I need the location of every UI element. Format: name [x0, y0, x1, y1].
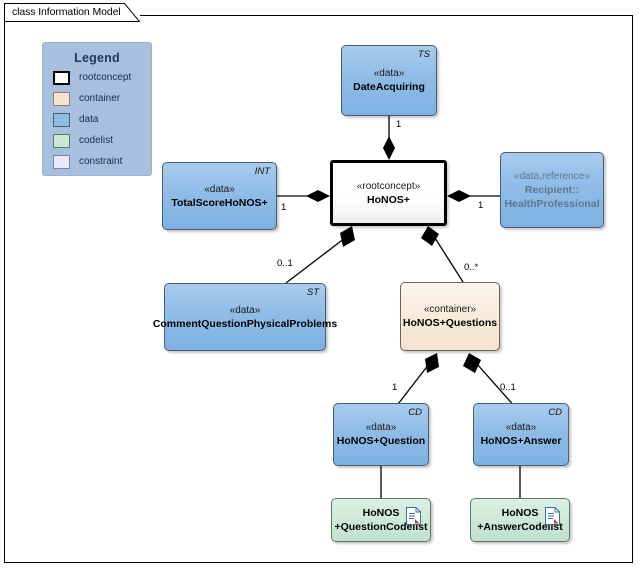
document-icon	[406, 507, 421, 525]
legend-swatch-codelist	[53, 133, 70, 148]
legend-label-data: data	[79, 114, 99, 125]
legend-item-data: data	[53, 111, 151, 128]
node-name-honos-question: HoNOS+Question	[336, 435, 426, 447]
legend-panel: Legend rootconcept container data codeli…	[42, 42, 152, 176]
edge-date-acquiring	[383, 116, 395, 160]
class-node-answer-codelist[interactable]: HoNOS +AnswerCodelist	[470, 498, 570, 542]
class-node-health-professional[interactable]: «data,reference» Recipient:: HealthProfe…	[500, 152, 604, 228]
edge-honos-questions	[421, 226, 464, 283]
multiplicity-health-professional: 1	[478, 200, 484, 211]
diagram-title-tab[interactable]: class Information Model	[4, 3, 140, 22]
node-stereotype-honos-plus: «rootconcept»	[356, 180, 421, 192]
legend-item-constraint: constraint	[53, 153, 151, 170]
node-name-question-codelist-line1: HoNOS	[362, 507, 400, 519]
node-tag-cd-question: CD	[408, 407, 422, 418]
class-node-date-acquiring[interactable]: TS «data» DateAcquiring	[341, 45, 437, 116]
node-name-recipient: Recipient::	[524, 183, 580, 196]
legend-label-rootconcept: rootconcept	[79, 72, 132, 83]
class-node-comment-question[interactable]: ST «data» CommentQuestionPhysicalProblem…	[153, 283, 337, 351]
multiplicity-total-score: 1	[281, 202, 287, 213]
node-name-comment-question: CommentQuestionPhysicalProblems	[152, 317, 338, 330]
diagram-title: class Information Model	[12, 6, 121, 18]
edge-honos-question	[394, 353, 439, 409]
node-name-answer-codelist-line1: HoNOS	[501, 507, 539, 519]
legend-item-rootconcept: rootconcept	[53, 69, 151, 86]
legend-swatch-container	[53, 91, 70, 106]
class-node-question-codelist[interactable]: HoNOS +QuestionCodelist	[331, 498, 431, 542]
legend-label-codelist: codelist	[79, 135, 113, 146]
node-tag-ts: TS	[417, 49, 430, 60]
multiplicity-honos-questions: 0..*	[464, 262, 479, 273]
node-tag-int: INT	[254, 166, 270, 177]
legend-item-container: container	[53, 90, 151, 107]
multiplicity-honos-question: 1	[392, 382, 398, 393]
node-name-honos-questions: HoNOS+Questions	[402, 317, 498, 329]
node-name-date-acquiring: DateAcquiring	[353, 81, 425, 93]
node-stereotype-total-score: «data»	[204, 183, 235, 195]
node-name-answer-codelist-line2: +AnswerCodelist	[477, 521, 563, 533]
class-node-honos-answer[interactable]: CD «data» HoNOS+Answer	[473, 403, 569, 466]
legend-swatch-rootconcept	[53, 70, 70, 85]
class-node-honos-question[interactable]: CD «data» HoNOS+Question	[333, 403, 429, 466]
multiplicity-honos-answer: 0..1	[500, 382, 516, 393]
node-stereotype-honos-question: «data»	[365, 422, 397, 433]
node-name-total-score: TotalScoreHoNOS+	[171, 196, 268, 209]
document-icon	[545, 507, 560, 525]
node-name-health-professional: HealthProfessional	[504, 197, 600, 210]
edge-honos-answer	[463, 353, 517, 409]
edge-health-professional	[447, 190, 500, 202]
node-name-honos-plus: HoNOS+	[367, 193, 410, 206]
class-node-honos-plus[interactable]: «rootconcept» HoNOS+	[330, 160, 447, 226]
node-stereotype-health-professional: «data,reference»	[514, 170, 590, 182]
node-name-question-codelist-line2: +QuestionCodelist	[334, 521, 428, 533]
node-tag-st: ST	[306, 287, 319, 298]
multiplicity-date-acquiring: 1	[396, 119, 402, 130]
node-stereotype-date-acquiring: «data»	[373, 68, 405, 79]
multiplicity-comment-question: 0..1	[277, 258, 293, 269]
class-node-honos-questions[interactable]: «container» HoNOS+Questions	[400, 282, 500, 351]
class-node-total-score[interactable]: INT «data» TotalScoreHoNOS+	[162, 162, 277, 230]
node-tag-cd-answer: CD	[548, 407, 562, 418]
legend-label-constraint: constraint	[79, 156, 123, 167]
node-name-honos-answer: HoNOS+Answer	[480, 435, 562, 447]
legend-swatch-data	[53, 112, 70, 127]
node-stereotype-comment-question: «data»	[229, 304, 261, 316]
title-tab-shape	[4, 3, 140, 22]
node-stereotype-honos-questions: «container»	[423, 304, 477, 315]
edge-comment-question	[285, 226, 355, 284]
legend-title: Legend	[74, 51, 120, 65]
edge-total-score	[277, 190, 330, 202]
legend-label-container: container	[79, 93, 121, 104]
node-stereotype-honos-answer: «data»	[505, 422, 537, 433]
legend-swatch-constraint	[53, 154, 70, 169]
legend-item-codelist: codelist	[53, 132, 151, 149]
